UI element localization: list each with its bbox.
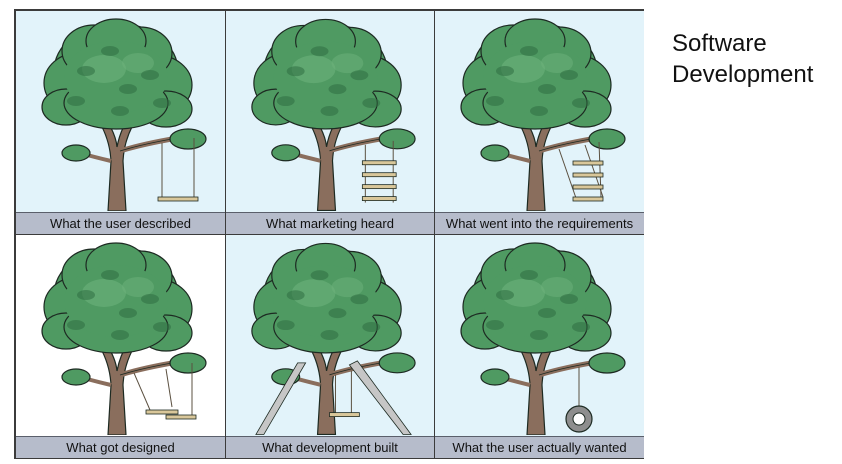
title-line: Development — [672, 61, 814, 88]
tree-illustration — [251, 18, 416, 211]
panel-caption: What got designed — [16, 436, 225, 458]
panel-development-built: What development built — [226, 235, 434, 458]
tree-illustration — [460, 18, 626, 211]
panel-user-wanted: What the user actually wanted — [435, 235, 644, 458]
cartoon-grid: What the user described What marketing h… — [14, 9, 644, 459]
tree-illustration — [41, 18, 207, 211]
panel-marketing-heard: What marketing heard — [226, 11, 434, 234]
title-line: Software — [672, 30, 767, 57]
panel-caption: What development built — [226, 436, 434, 458]
panel-caption: What the user described — [16, 212, 225, 234]
tree-illustration — [41, 242, 207, 435]
page-title: Software Development — [672, 28, 837, 90]
tree-illustration — [460, 242, 626, 435]
panel-user-described: What the user described — [16, 11, 225, 234]
panel-caption: What the user actually wanted — [435, 436, 644, 458]
panel-caption: What marketing heard — [226, 212, 434, 234]
panel-requirements: What went into the requirements — [435, 11, 644, 234]
panel-designed: What got designed — [16, 235, 225, 458]
panel-caption: What went into the requirements — [435, 212, 644, 234]
tree-illustration — [251, 242, 416, 435]
